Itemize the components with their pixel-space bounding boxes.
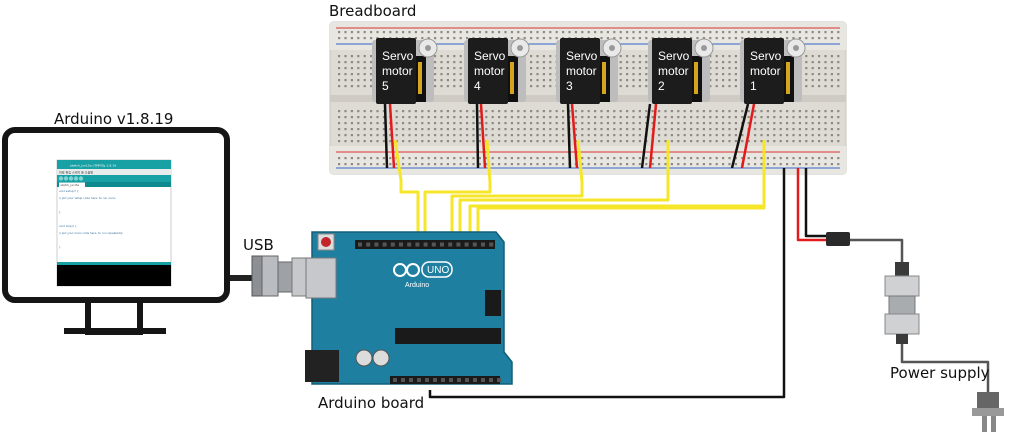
ide-title: sketch_jun15a | 아두이노 1.8.19: [70, 163, 116, 168]
servo-label: 1: [750, 79, 757, 93]
usb-label: USB: [243, 236, 274, 254]
servo-label: Servo: [658, 49, 690, 63]
icsp-header: [485, 290, 501, 316]
signal-wire-servo-2: [458, 140, 670, 238]
usb-b-port: [305, 257, 337, 299]
servo-label: 5: [382, 79, 389, 93]
signal-wires: [393, 139, 766, 238]
servo-label: motor: [382, 64, 413, 78]
servo-label: Servo: [474, 49, 506, 63]
analog-pins: [393, 378, 501, 382]
ide-tab: sketch_jun15a: [61, 183, 80, 187]
servo-label: 4: [474, 79, 481, 93]
code-line: // put your main code here, to run repea…: [59, 231, 123, 235]
signal-wire-servo-3: [450, 139, 584, 238]
ide-code-editor: void setup() { // put your setup code he…: [59, 189, 123, 249]
code-line: }: [59, 245, 61, 249]
board-brand: Arduino: [405, 282, 429, 289]
servo-label: motor: [750, 64, 781, 78]
capacitor-1: [355, 349, 373, 367]
atmega-chip: [395, 328, 501, 344]
dc-barrel-plug: [826, 232, 850, 246]
signal-wire-servo-4: [423, 139, 492, 238]
power-cable-top: [848, 238, 904, 262]
servo-leads: [383, 103, 756, 169]
arduino-uno-board: UNO Arduino: [305, 231, 513, 385]
arduino-ide-label: Arduino v1.8.19: [54, 110, 173, 128]
code-line: // put your setup code here, to run once…: [59, 196, 116, 200]
wires: [226, 103, 990, 399]
code-line: void setup() {: [59, 189, 79, 193]
ground-wire: [428, 168, 786, 399]
digital-pins: [358, 242, 494, 247]
servo-label: Servo: [566, 49, 598, 63]
servo-motors: Servomotor5Servomotor4Servomotor3Servomo…: [372, 38, 806, 104]
servo-label: motor: [474, 64, 505, 78]
servo-label: 2: [658, 79, 665, 93]
breadboard-label: Breadboard: [329, 2, 416, 20]
wall-plug: [977, 392, 999, 408]
power-supply-label: Power supply: [890, 364, 990, 382]
code-line: void loop() {: [59, 224, 77, 228]
power-positive-wire: [796, 168, 830, 242]
signal-wire-servo-5: [393, 139, 420, 238]
servo-label: motor: [658, 64, 689, 78]
power-supply-adapter: [826, 232, 1004, 432]
power-negative-wire: [804, 168, 830, 238]
arduino-ide-window: sketch_jun15a | 아두이노 1.8.19 파일 편집 스케치 툴 …: [56, 159, 172, 287]
capacitor-2: [372, 349, 390, 367]
ide-toolbar-buttons: [58, 176, 84, 181]
board-model: UNO: [427, 265, 449, 276]
power-cable-bottom: [900, 342, 990, 392]
ide-menu: 파일 편집 스케치 툴 도움말: [59, 170, 93, 175]
code-line: }: [59, 210, 61, 214]
servo-label: Servo: [750, 49, 782, 63]
arduino-board-label: Arduino board: [318, 394, 424, 412]
servo-label: Servo: [382, 49, 414, 63]
arduino-logo: UNO Arduino: [393, 261, 453, 289]
dc-power-jack: [305, 350, 339, 382]
servo-label: motor: [566, 64, 597, 78]
servo-label: 3: [566, 79, 573, 93]
monitor: sketch_jun15a | 아두이노 1.8.19 파일 편집 스케치 툴 …: [2, 127, 230, 335]
